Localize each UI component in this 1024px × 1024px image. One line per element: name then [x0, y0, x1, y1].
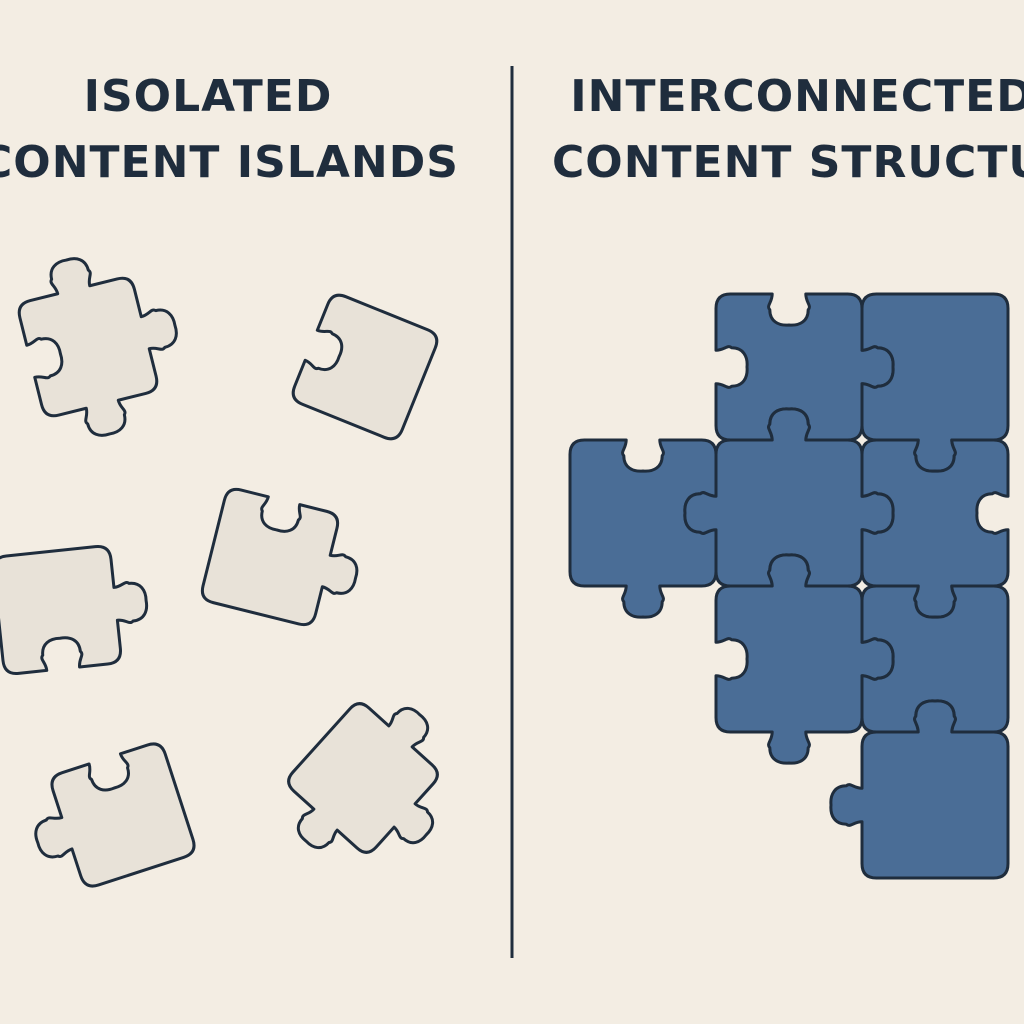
- isolated-pieces-group: [0, 257, 439, 888]
- isolated-piece-5: [34, 742, 196, 888]
- connected-pieces-group: [568, 292, 1010, 880]
- right-heading: INTERCONNECTED CONTENT STRUCTURE: [552, 64, 1024, 196]
- connected-piece-8: [829, 699, 1010, 880]
- isolated-piece-2: [291, 293, 439, 441]
- isolated-piece-1: [17, 257, 178, 437]
- left-heading-line1: ISOLATED: [83, 71, 333, 122]
- isolated-piece-3: [200, 487, 359, 627]
- connected-piece-6: [714, 553, 895, 765]
- left-heading: ISOLATED CONTENT ISLANDS: [0, 64, 459, 196]
- isolated-piece-6: [287, 702, 439, 854]
- right-heading-line1: INTERCONNECTED: [570, 71, 1024, 122]
- right-heading-line2: CONTENT STRUCTURE: [552, 137, 1024, 188]
- left-heading-line2: CONTENT ISLANDS: [0, 137, 459, 188]
- isolated-piece-4: [0, 545, 149, 675]
